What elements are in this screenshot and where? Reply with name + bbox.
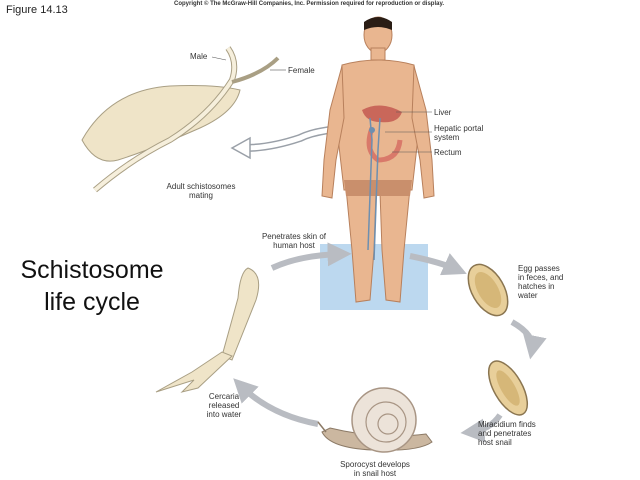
- adult-mating-label: Adult schistosomes mating: [158, 182, 244, 200]
- sporocyst-label: Sporocyst develops in snail host: [330, 460, 420, 478]
- miracidium-line-2: and penetrates: [478, 429, 532, 438]
- human-hair: [364, 17, 392, 30]
- liver-organ: [362, 105, 402, 123]
- title-line-2: life cycle: [44, 288, 140, 316]
- female-label: Female: [288, 66, 315, 75]
- adult-mating-line-1: Adult schistosomes: [166, 182, 236, 191]
- miracidium-stage: [487, 360, 529, 416]
- cercaria-body: [221, 267, 260, 361]
- human-groin-shade: [344, 180, 412, 196]
- egg-line-3: hatches in: [518, 282, 555, 291]
- title-line-1: Schistosome: [20, 256, 164, 284]
- adult-schistosomes: [81, 46, 280, 193]
- miracidium-line-3: host snail: [478, 438, 512, 447]
- female-worm: [93, 46, 237, 192]
- copyright-notice: Copyright © The McGraw-Hill Companies, I…: [174, 1, 445, 7]
- sporocyst-line-1: Sporocyst develops: [340, 460, 410, 469]
- human-left-arm: [321, 65, 345, 199]
- penetrates-label: Penetrates skin of human host: [252, 232, 336, 250]
- male-label: Male: [190, 52, 208, 61]
- arrow-to-human: [270, 242, 352, 271]
- egg-stage: [467, 263, 509, 317]
- arrow-to-egg: [409, 253, 467, 276]
- human-neck: [370, 47, 386, 61]
- egg-line-2: in feces, and: [518, 273, 564, 282]
- cercaria-line-3: into water: [206, 410, 242, 419]
- sporocyst-line-2: in snail host: [353, 469, 397, 478]
- miracidium-label: Miracidium finds and penetrates host sna…: [478, 420, 536, 447]
- arrow-to-miracidium: [510, 319, 547, 360]
- cercaria-tail: [155, 351, 233, 393]
- adult-mating-line-2: mating: [188, 191, 213, 200]
- hepatic-vessel-node: [369, 127, 375, 133]
- rectum-label: Rectum: [434, 148, 462, 157]
- male-worm-tail: [231, 56, 280, 84]
- cercaria-stage: [155, 267, 260, 393]
- egg-line-4: water: [518, 291, 538, 300]
- figure-label: Figure 14.13: [6, 4, 68, 16]
- arrow-to-cercaria: [233, 378, 319, 427]
- cercaria-line-1: Cercaria: [208, 392, 240, 401]
- egg-line-1: Egg passes: [518, 264, 560, 273]
- hepatic-portal-line-2: system: [434, 133, 460, 142]
- male-worm: [81, 85, 241, 162]
- hepatic-portal-label: Hepatic portal system: [434, 124, 483, 142]
- egg-label: Egg passes in feces, and hatches in wate…: [518, 264, 563, 300]
- portal-vessels: [367, 117, 381, 261]
- penetrates-line-1: Penetrates skin of: [261, 232, 327, 241]
- cycle-arrows: [233, 242, 547, 443]
- snail-host: [317, 387, 433, 453]
- penetrates-line-2: human host: [273, 241, 315, 250]
- hepatic-portal-line-1: Hepatic portal: [434, 124, 484, 133]
- cercaria-line-2: released: [208, 401, 240, 410]
- arrow-to-snail: [460, 413, 503, 443]
- leader-lines: [211, 56, 432, 153]
- diagram-title: Schistosome life cycle: [6, 254, 178, 318]
- liver-label: Liver: [434, 108, 452, 117]
- miracidium-line-1: Miracidium finds: [478, 420, 536, 429]
- arrow-to-adults-head: [230, 136, 251, 160]
- cercaria-label: Cercaria released into water: [200, 392, 248, 419]
